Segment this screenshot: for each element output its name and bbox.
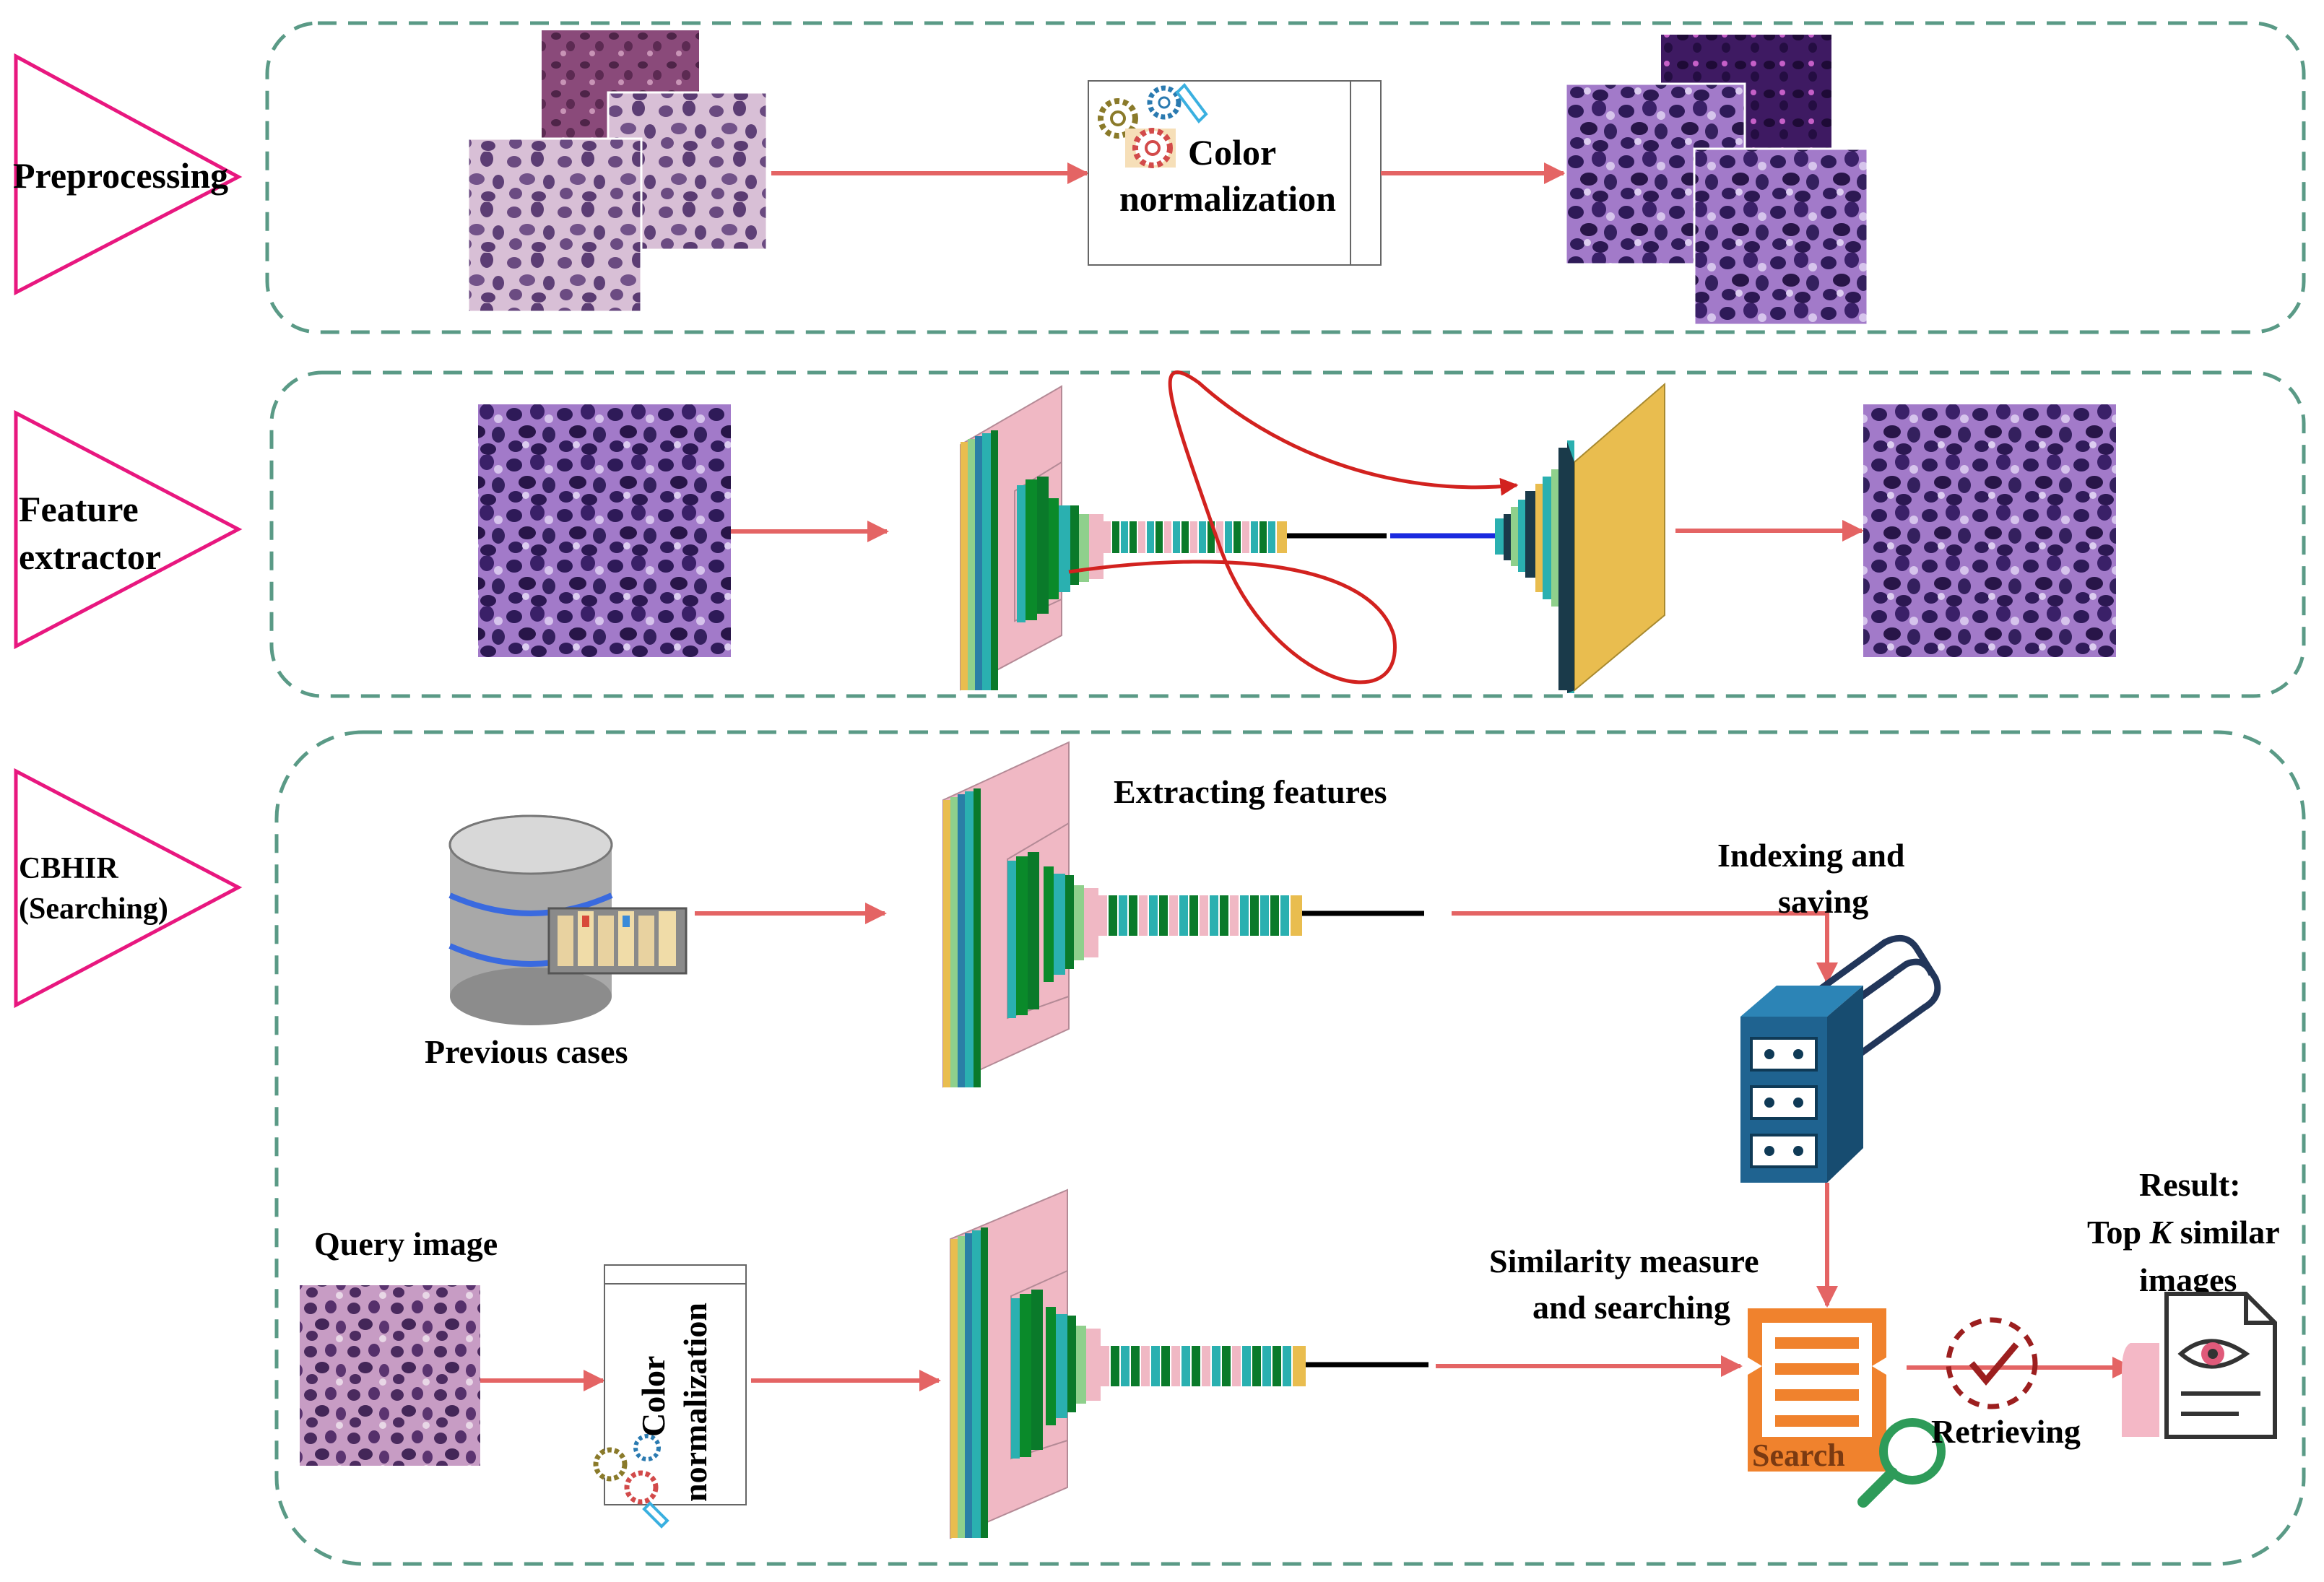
panel-cbhir (274, 730, 2306, 1566)
search-label: Search (1752, 1438, 1845, 1473)
search-document-icon: Search (1748, 1308, 1886, 1473)
bottleneck-blocks-query (1101, 1346, 1306, 1386)
color-normalization-box: Color normalization (1088, 80, 1382, 266)
bottleneck-blocks-db (1098, 895, 1302, 936)
filing-cabinet-icon (1740, 986, 1863, 1183)
retrieve-clock-icon (1946, 1317, 2038, 1409)
stage-marker-feature-extractor: Feature extractor (14, 409, 243, 650)
stage-label-preprocessing: Preprocessing (13, 155, 228, 196)
color-normalization-box-query: Color normalization (593, 1264, 747, 1529)
input-image-stack (467, 30, 768, 313)
gears-icon (1098, 82, 1208, 168)
extracting-features-label: Extracting features (1114, 773, 1387, 810)
color-normalization-text-query: Color normalization (635, 1303, 714, 1502)
bottleneck-blocks-fe (1104, 521, 1287, 553)
result-document-icon (2122, 1292, 2277, 1439)
result-label: Result: Top K similar images (2087, 1166, 2287, 1298)
stage-marker-cbhir: CBHIR (Searching) (14, 768, 243, 1009)
stage-label-feature-extractor: Feature extractor (19, 489, 161, 577)
encoder-network-query (950, 1188, 1101, 1539)
skip-connection-curve (1068, 370, 1519, 684)
previous-cases-label: Previous cases (425, 1033, 628, 1070)
encoder-network-db (942, 741, 1098, 1088)
stage-label-cbhir: CBHIR (Searching) (19, 852, 168, 926)
similarity-label: Similarity measure and searching (1489, 1243, 1767, 1326)
query-image-label: Query image (314, 1225, 498, 1262)
arrow-features-to-index (1452, 911, 1838, 984)
color-normalization-text: Color normalization (1119, 132, 1336, 219)
magnifier-icon (1857, 1418, 1946, 1508)
fe-input-image (478, 404, 731, 657)
decoder-network (1495, 382, 1665, 693)
fe-output-image (1863, 404, 2116, 657)
gears-icon-query (593, 1434, 669, 1529)
database-icon (448, 814, 688, 1025)
panel-feature-extractor (269, 370, 2306, 698)
encoder-network (960, 385, 1104, 691)
stage-marker-preprocessing: Preprocessing (13, 53, 243, 296)
query-image (300, 1285, 480, 1466)
normalized-image-stack (1564, 35, 1869, 326)
retrieving-label: Retrieving (1931, 1413, 2081, 1450)
indexing-label: Indexing and saving (1717, 837, 1913, 920)
